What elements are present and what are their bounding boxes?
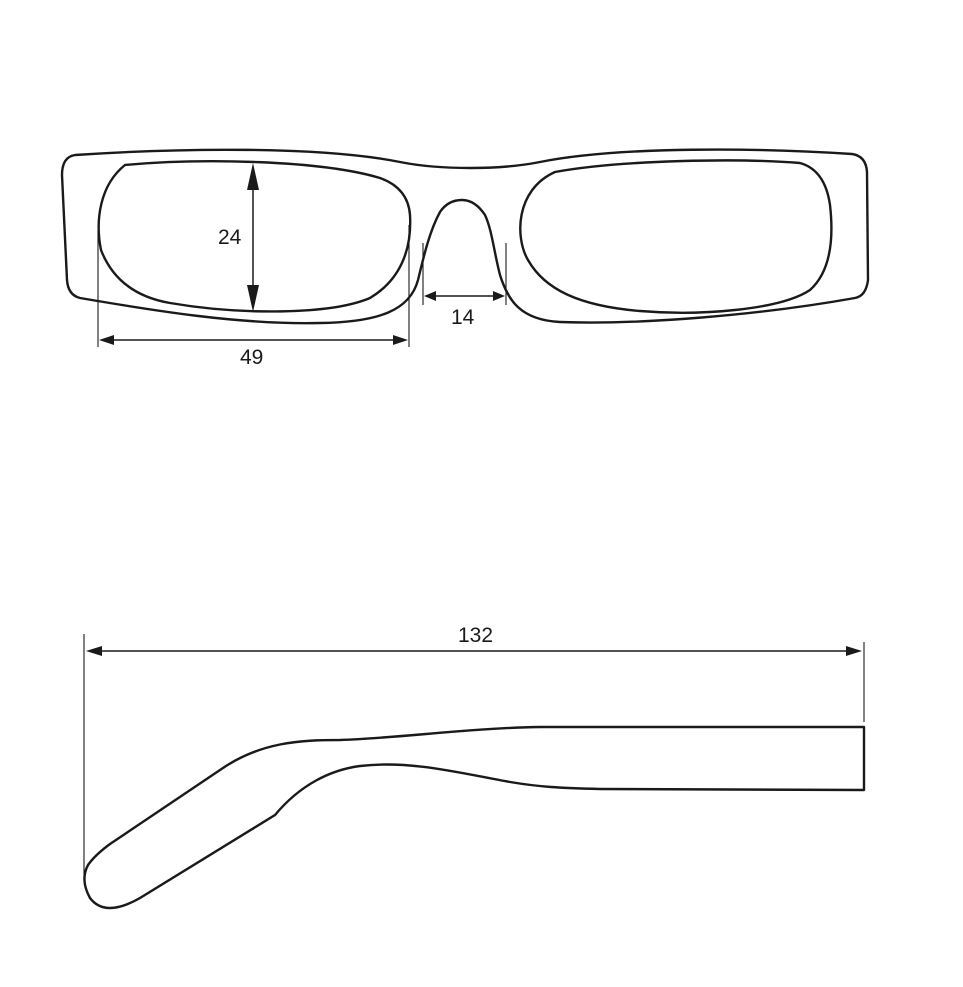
lens-height-dimension: 24 <box>218 163 259 312</box>
bridge-width-label: 14 <box>451 306 475 329</box>
temple-arm <box>83 725 866 910</box>
frame-outline <box>60 148 870 325</box>
front-view: 24 49 14 <box>60 148 870 369</box>
lens-height-label: 24 <box>218 226 242 249</box>
lens-width-label: 49 <box>240 346 263 369</box>
right-lens <box>519 159 833 314</box>
temple-length-label: 132 <box>458 624 493 647</box>
left-lens <box>97 160 412 313</box>
lens-width-dimension: 49 <box>97 225 410 369</box>
bridge-width-dimension: 14 <box>422 243 507 329</box>
temple-length-dimension: 132 <box>83 624 865 880</box>
side-view: 132 <box>83 624 866 910</box>
